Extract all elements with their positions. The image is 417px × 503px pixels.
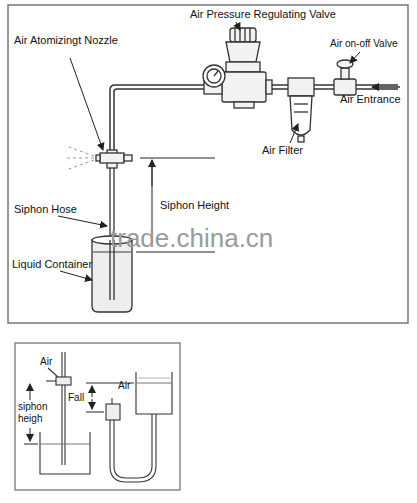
part-label: Siphon Hose [14,203,77,216]
part-label: Fall [68,392,84,404]
part-label: Air Pressure Regulating Valve [190,8,336,21]
part-label: Siphon Height [160,199,229,212]
part-label: Air [118,380,130,392]
part-label: siphon heigh [18,401,54,424]
part-label: Air Atomizingt Nozzle [14,34,118,47]
panel-frame [8,5,408,323]
watermark: trade.china.cn [110,224,273,254]
pressure-regulator [203,28,272,108]
air-filter [288,78,314,142]
inset-frame [15,343,180,490]
atomizing-nozzle [96,150,132,168]
air-flow-arrow [372,86,400,87]
leader-lines [58,22,360,280]
part-label: Air Entrance [340,93,401,106]
part-label: Air Filter [262,144,303,157]
part-label: Air on-off Valve [330,38,397,50]
inset-gravity-feed [86,372,172,482]
on-off-valve [334,60,356,95]
part-label: Air [40,356,52,368]
spray [64,146,94,170]
part-label: Liquid Container [12,258,92,271]
